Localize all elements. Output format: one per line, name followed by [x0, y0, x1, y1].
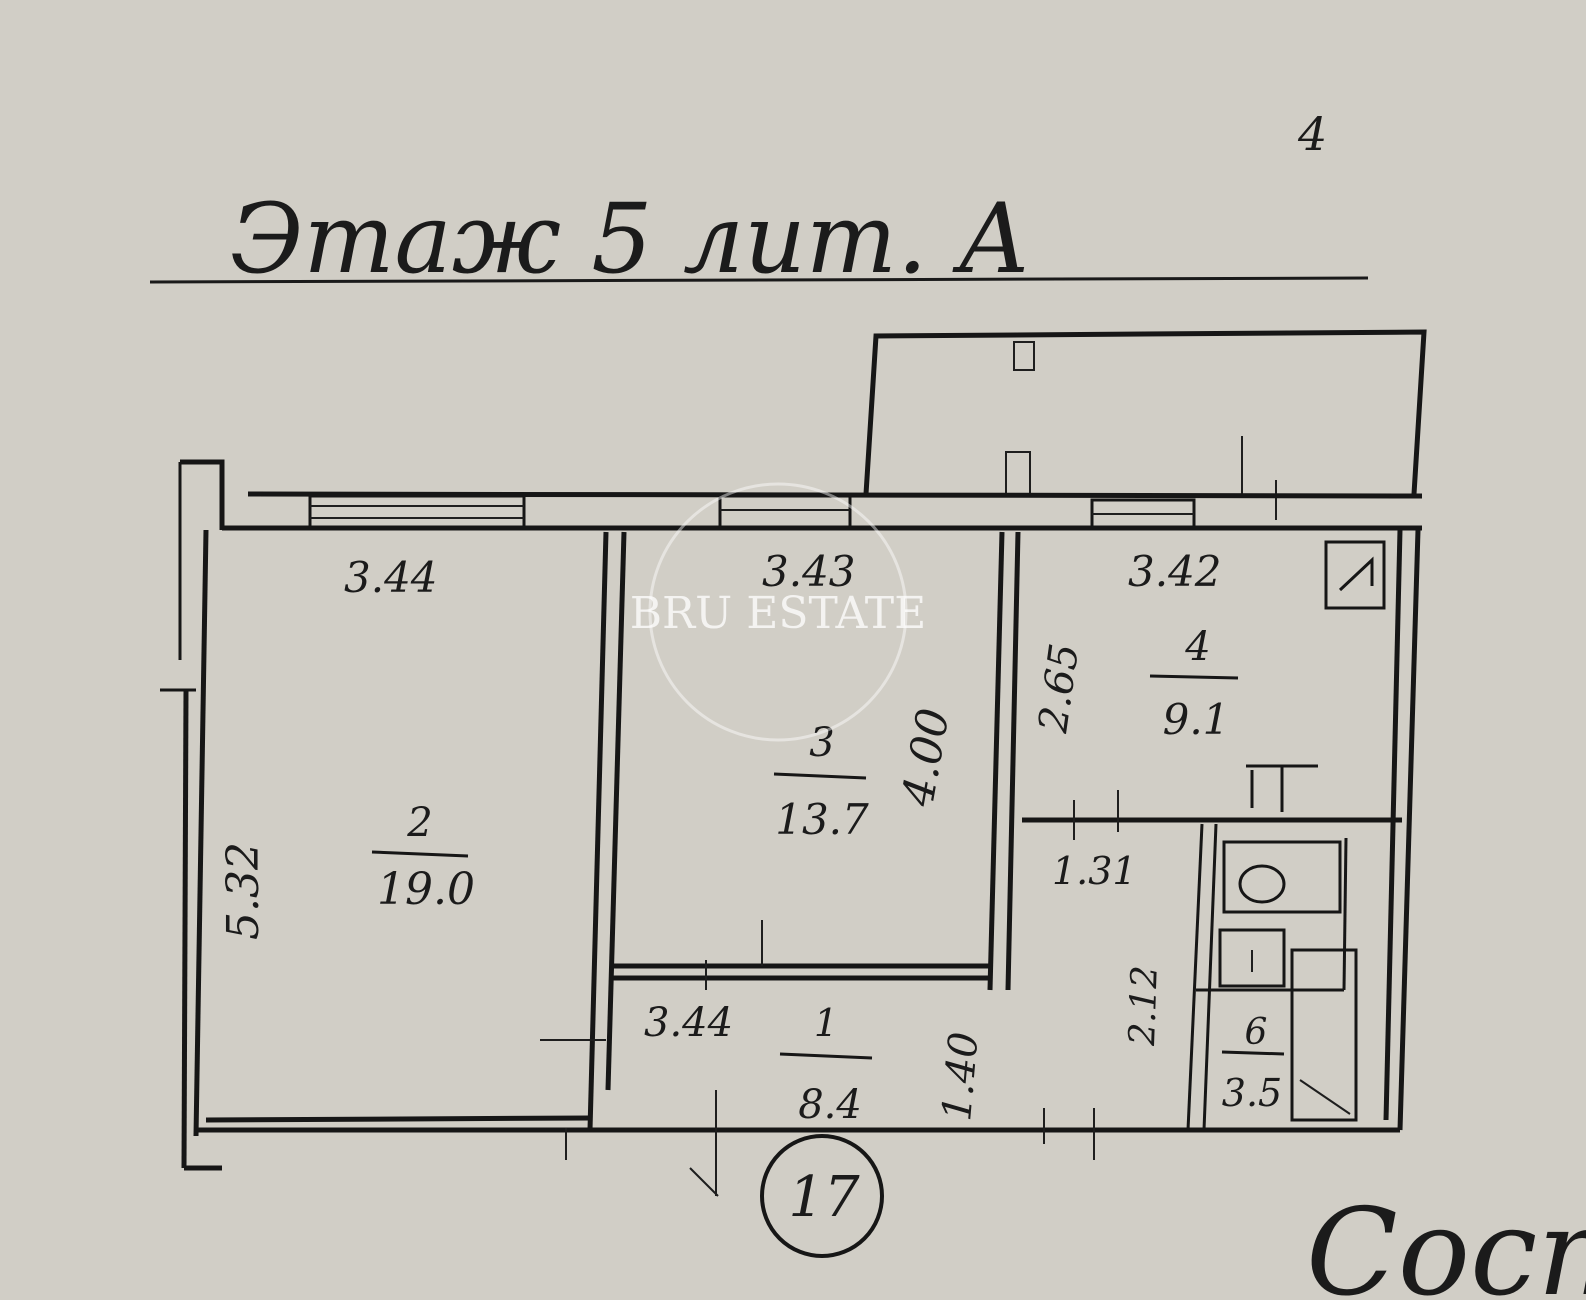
- room-1-number: 1: [814, 1001, 838, 1045]
- room-4-number: 4: [1184, 624, 1210, 670]
- footer-handwriting: Соста: [1306, 1184, 1586, 1300]
- room-3-label: 3 13.7: [773, 720, 869, 844]
- room-4-area: 9.1: [1163, 695, 1230, 744]
- apartment-number-stamp: 17: [760, 1134, 884, 1258]
- stove: [1246, 764, 1318, 812]
- title-underline: [149, 276, 1369, 284]
- dim-room2-height: 5.32: [218, 842, 269, 940]
- apartment-number: 17: [788, 1165, 860, 1230]
- watermark-text: BRU ESTATE: [630, 588, 927, 639]
- room-4-label: 4 9.1: [1149, 624, 1239, 744]
- sink-toilet: [1218, 840, 1342, 988]
- bathtub: [1290, 948, 1358, 1122]
- room-6-label: 6 3.5: [1222, 1012, 1285, 1115]
- room-6-number: 6: [1245, 1012, 1268, 1053]
- room-6-area: 3.5: [1222, 1071, 1282, 1115]
- dim-corridor-width: 1.31: [1052, 849, 1137, 893]
- balcony: [863, 329, 1427, 520]
- room-2-area: 19.0: [377, 864, 475, 915]
- room-1-label: 1 8.4: [779, 1001, 873, 1128]
- watermark: BRU ESTATE: [630, 482, 927, 742]
- interior-walls: [540, 531, 1402, 1197]
- dim-room4-width: 3.42: [1128, 547, 1222, 596]
- dim-hall-height: 1.40: [934, 1030, 988, 1123]
- room-2-number: 2: [406, 800, 432, 846]
- floor-title-superscript: 4: [1297, 107, 1327, 161]
- room-1-area: 8.4: [798, 1082, 862, 1128]
- room-2-label: 2 19.0: [371, 800, 475, 915]
- dim-room3-width: 3.43: [762, 547, 856, 596]
- ventilation-box: [1324, 540, 1386, 610]
- dim-room2-width: 3.44: [344, 553, 438, 602]
- windows: [308, 494, 1196, 530]
- dim-bath-height: 2.12: [1122, 965, 1166, 1048]
- room-3-number: 3: [809, 720, 834, 766]
- floor-title: Этаж 5 лит. А: [230, 183, 1031, 295]
- room-3-area: 13.7: [775, 795, 869, 844]
- dim-hall-width: 3.44: [644, 1000, 733, 1046]
